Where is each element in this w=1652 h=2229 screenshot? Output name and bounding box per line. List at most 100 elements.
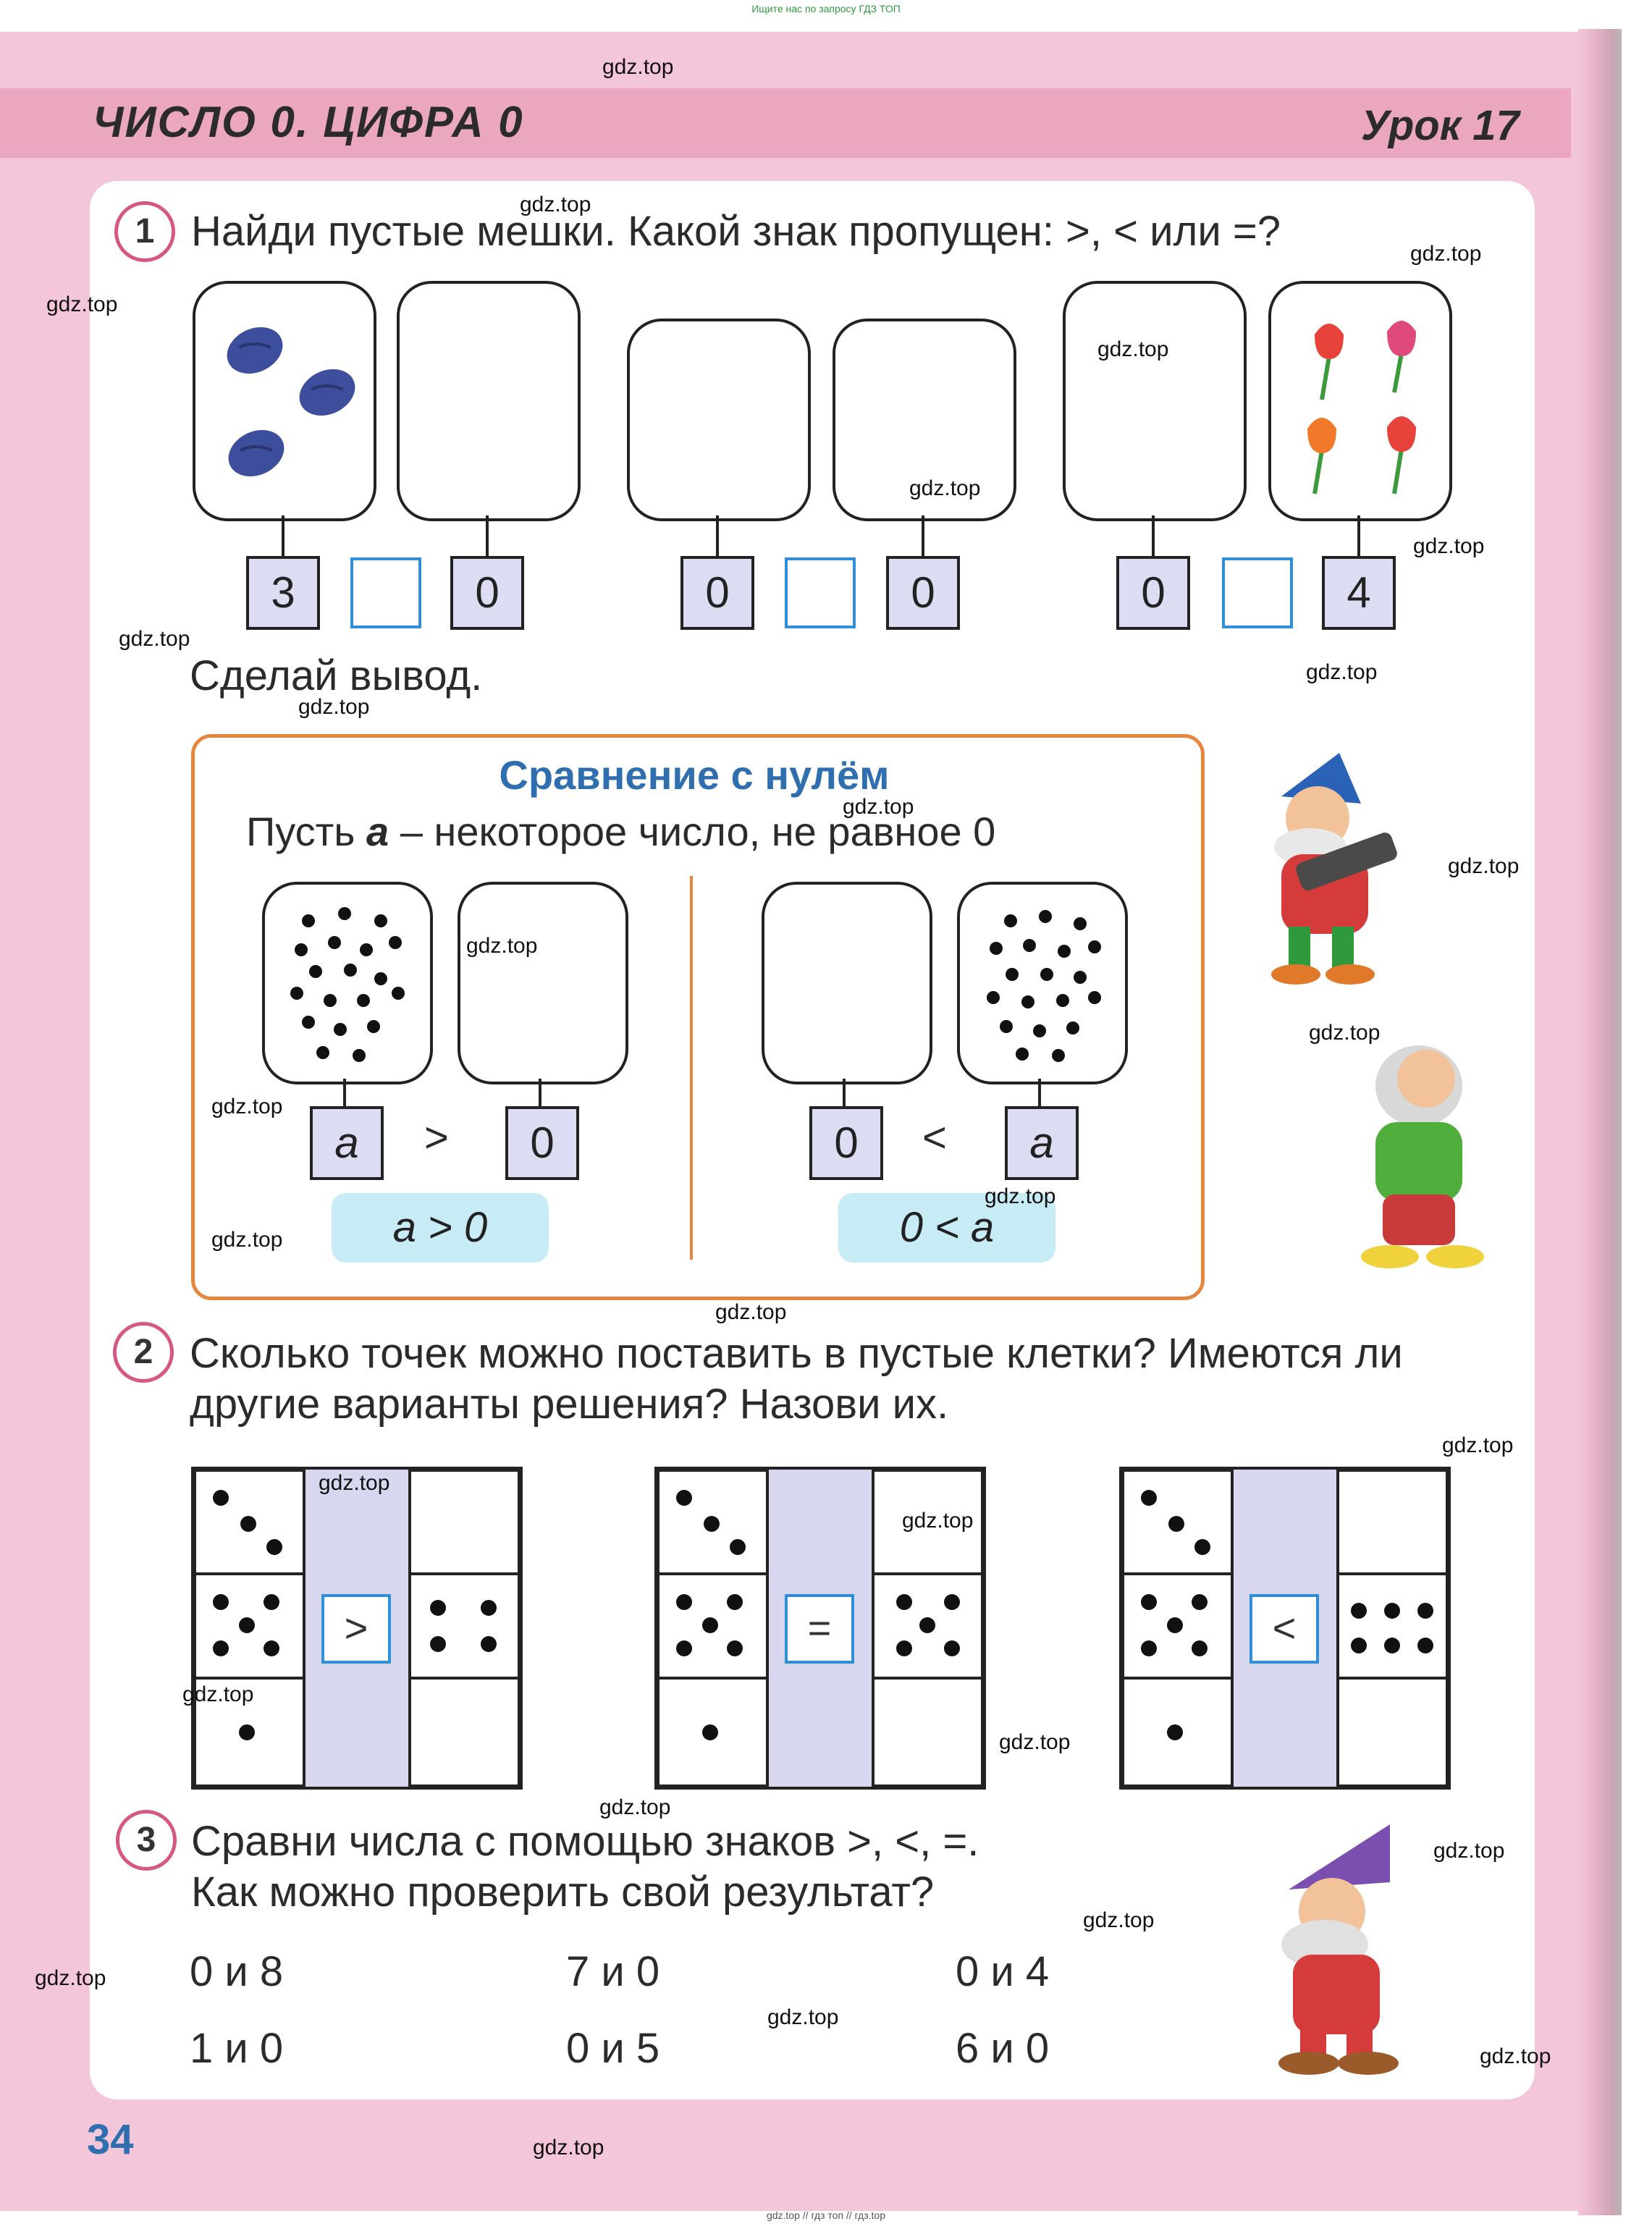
- task-3-line-1: Сравни числа с помощью знаков >, <, =.: [191, 1818, 979, 1865]
- rule-subtitle-end: – некоторое число, не равное 0: [389, 809, 996, 854]
- gnome-purple-hat-icon: [1278, 1824, 1399, 2075]
- sign-input-box[interactable]: [785, 557, 856, 628]
- watermark: gdz.top: [319, 1471, 390, 1495]
- dot: [266, 1539, 282, 1555]
- watermark: gdz.top: [533, 2136, 604, 2160]
- watermark: gdz.top: [985, 1184, 1056, 1208]
- gnome-with-accordion-icon: [1271, 753, 1397, 985]
- dot: [727, 1594, 743, 1610]
- dot: [1351, 1638, 1367, 1653]
- bag-with-dots: [262, 882, 433, 1084]
- zero-box: 0: [809, 1106, 883, 1180]
- dot: [896, 1640, 912, 1656]
- top-note: Ищите нас по запросу ГДЗ ТОП: [751, 3, 901, 14]
- comparison-sign-box: >: [321, 1594, 391, 1664]
- empty-bag: [458, 882, 628, 1084]
- number-box: 3: [246, 556, 320, 630]
- number-box: 0: [450, 556, 524, 630]
- compare-pair: 7 и 0: [566, 1948, 660, 1995]
- watermark: gdz.top: [182, 1682, 254, 1706]
- bag-string: [1357, 515, 1360, 557]
- lesson-number: Урок 17: [1361, 102, 1520, 149]
- conclusion-text: Сделай вывод.: [190, 652, 483, 699]
- dot: [240, 1516, 256, 1532]
- book-spine: [1578, 29, 1622, 2215]
- bag-with-dots: [957, 882, 1128, 1084]
- dot: [239, 1617, 255, 1633]
- grid-cell: [194, 1677, 305, 1787]
- task-3-line-2: Как можно проверить свой результат?: [191, 1868, 935, 1916]
- dot: [676, 1490, 692, 1506]
- empty-grid-cell[interactable]: [1336, 1677, 1448, 1787]
- grid-cell: [408, 1572, 520, 1680]
- watermark: gdz.top: [1442, 1433, 1514, 1457]
- empty-grid-cell[interactable]: [872, 1677, 983, 1787]
- sign-input-box[interactable]: [1222, 557, 1293, 628]
- dot: [213, 1490, 229, 1506]
- dot-grid-1: >: [191, 1467, 523, 1790]
- grid-cell: [657, 1677, 769, 1787]
- compare-pair: 6 и 0: [956, 2025, 1050, 2072]
- dot-grid-2: =: [654, 1467, 986, 1790]
- bag-with-plums: [193, 281, 376, 521]
- dot: [264, 1594, 279, 1610]
- number-box: 0: [1116, 556, 1190, 630]
- watermark: gdz.top: [1448, 854, 1520, 878]
- task-3-number: 3: [116, 1810, 177, 1871]
- empty-grid-cell[interactable]: [1336, 1470, 1448, 1575]
- dot: [1141, 1640, 1157, 1656]
- watermark: gdz.top: [767, 2005, 839, 2029]
- compare-pair: 1 и 0: [190, 2025, 284, 2072]
- task-1-number: 1: [114, 201, 175, 262]
- compare-pair: 0 и 5: [566, 2025, 660, 2072]
- empty-bag: [397, 281, 581, 521]
- dot: [264, 1640, 279, 1656]
- watermark: gdz.top: [1410, 242, 1482, 266]
- dot: [676, 1640, 692, 1656]
- watermark: gdz.top: [520, 193, 591, 216]
- dot: [1141, 1594, 1157, 1610]
- gnome-thinking-icon: [1361, 1045, 1484, 1268]
- dot: [1417, 1638, 1433, 1653]
- rule-title: Сравнение с нулём: [499, 752, 890, 798]
- dot: [481, 1600, 497, 1616]
- sign-input-box[interactable]: [350, 557, 421, 628]
- task-2-line-2: другие варианты решения? Назови их.: [190, 1381, 949, 1428]
- formula-a-greater-zero: a > 0: [332, 1193, 549, 1263]
- dot: [1167, 1617, 1183, 1633]
- dot-grid-3: <: [1119, 1467, 1451, 1790]
- less-sign: <: [922, 1114, 947, 1161]
- dot: [481, 1636, 497, 1652]
- watermark: gdz.top: [1433, 1839, 1505, 1863]
- empty-grid-cell[interactable]: [408, 1470, 520, 1575]
- watermark: gdz.top: [902, 1509, 974, 1533]
- watermark: gdz.top: [211, 1228, 283, 1252]
- empty-grid-cell[interactable]: [408, 1677, 520, 1787]
- dot: [1192, 1640, 1208, 1656]
- number-box: 0: [680, 556, 754, 630]
- bag-with-tulips: [1268, 281, 1452, 521]
- many-dots-icon: [987, 910, 1101, 1062]
- dot: [727, 1640, 743, 1656]
- watermark: gdz.top: [298, 695, 370, 719]
- watermark: gdz.top: [1413, 534, 1485, 558]
- variable-box: a: [310, 1106, 384, 1180]
- bag-string: [922, 515, 924, 557]
- compare-pair: 0 и 4: [956, 1948, 1050, 1995]
- bag-string: [282, 515, 285, 557]
- dot: [1384, 1603, 1400, 1619]
- dot: [702, 1617, 718, 1633]
- comparison-sign-box: =: [785, 1594, 854, 1664]
- header-band: [0, 88, 1571, 158]
- number-box: 4: [1322, 556, 1396, 630]
- dot: [1384, 1638, 1400, 1653]
- watermark: gdz.top: [1306, 660, 1378, 684]
- dot: [213, 1640, 229, 1656]
- watermark: gdz.top: [35, 1966, 106, 1990]
- number-box: 0: [886, 556, 960, 630]
- watermark: gdz.top: [843, 795, 914, 819]
- watermark: gdz.top: [46, 292, 118, 316]
- rule-variable: a: [366, 809, 389, 854]
- compare-pair: 0 и 8: [190, 1948, 284, 1995]
- page-number: 34: [87, 2116, 134, 2163]
